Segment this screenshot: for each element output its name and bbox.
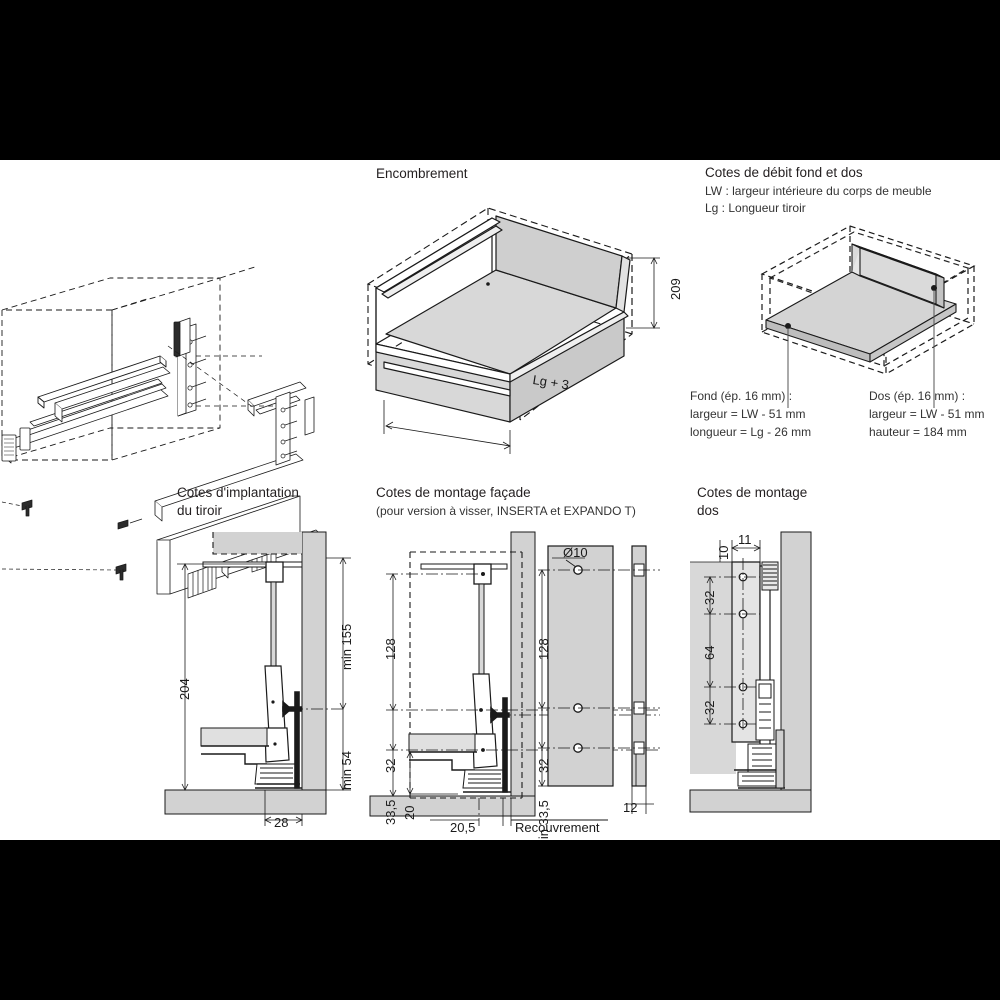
encombrement-title: Encombrement [376,166,468,181]
implantation-title-2: du tiroir [177,503,223,518]
facade-title-2: (pour version à visser, INSERTA et EXPAN… [376,504,636,518]
fond-longueur: longueur = Lg - 26 mm [690,425,812,439]
fond-heading: Fond (ép. 16 mm) : [690,389,793,403]
facade-dim-335: 33,5 [383,799,398,825]
facade-title-1: Cotes de montage façade [376,485,531,500]
implantation-title-1: Cotes d'implantation [177,485,299,500]
fond-largeur: largeur = LW - 51 mm [690,407,806,421]
dos-montage-dim-64: 64 [702,645,717,660]
dos-montage-dim-32-top: 32 [702,590,717,605]
dos-montage-dim-32-bottom: 32 [702,700,717,715]
implantation-dim-min54: min 54 [339,750,354,790]
dos-montage-title-1: Cotes de montage [697,485,808,500]
technical-drawing-page: Encombrement [0,160,1000,840]
implantation-dim-204: 204 [177,678,192,700]
debit-legend-lw: LW : largeur intérieure du corps de meub… [705,184,932,198]
exploded-assembly-diagram [0,160,350,599]
debit-legend-lg: Lg : Longueur tiroir [705,201,806,215]
debit-title: Cotes de débit fond et dos [705,165,863,180]
facade-dim-20: 20 [402,805,417,820]
implantation-dim-28: 28 [274,815,289,830]
dos-montage-dim-10: 10 [716,545,731,560]
encombrement-diagram [360,184,670,454]
dos-montage-dim-11: 11 [738,532,752,547]
facade-dim-205: 20,5 [450,820,476,835]
facade-dim-32: 32 [383,758,398,773]
dos-heading: Dos (ép. 16 mm) : [869,389,966,403]
facade-dim-32-right: 32 [536,758,551,773]
facade-dim-min335: min 33,5 [536,800,551,840]
implantation-dim-min155: min 155 [339,623,354,670]
dos-hauteur: hauteur = 184 mm [869,425,967,439]
facade-dim-diam10: Ø10 [563,545,588,560]
implantation-diagram [164,531,360,827]
dos-largeur: largeur = LW - 51 mm [869,407,985,421]
facade-diagram [369,531,670,827]
encombrement-dim-209: 209 [668,278,683,300]
debit-diagram [730,222,990,422]
facade-dim-128: 128 [383,638,398,660]
dos-montage-diagram [689,531,890,827]
facade-dim-12: 12 [623,800,638,815]
facade-label-recouvrement: Recouvrement [515,820,600,835]
dos-montage-title-2: dos [697,503,719,518]
facade-dim-128-right: 128 [536,638,551,660]
